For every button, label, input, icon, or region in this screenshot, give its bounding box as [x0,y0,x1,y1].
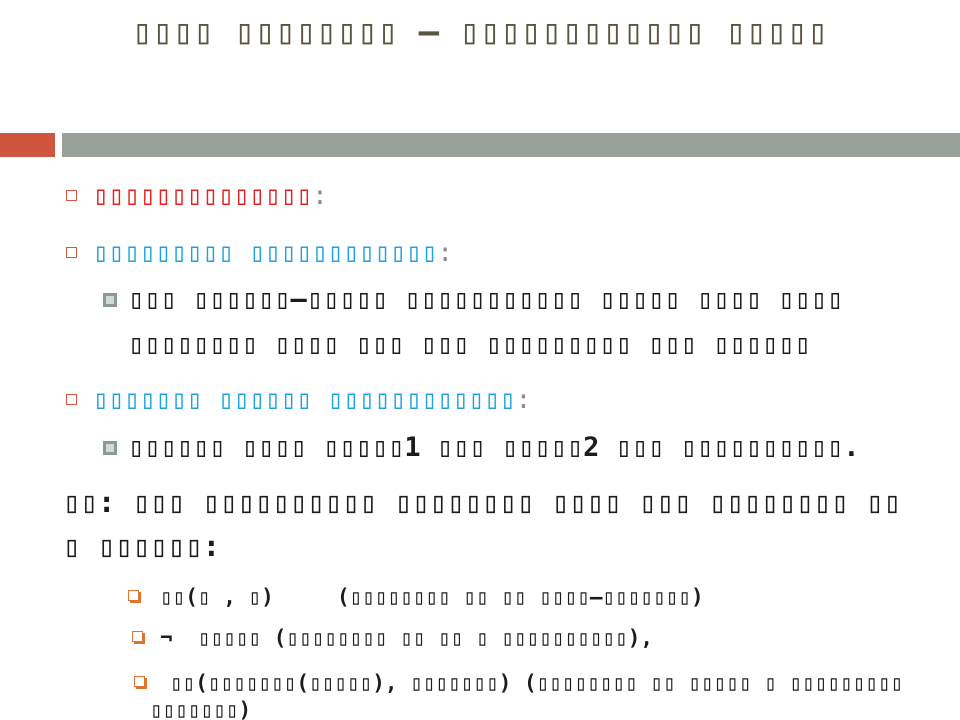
note-line-1: ▯▯: ▯▯▯ ▯▯▯▯▯▯▯▯▯▯ ▯▯▯▯▯▯▯▯ ▯▯▯▯ ▯▯▯ ▯▯▯… [63,485,902,519]
example-line-3-continuation: ▯▯▯▯▯▯▯) [150,700,252,720]
shadowed-square-icon [128,590,139,601]
bullet-heading-3-colon: : [515,385,532,415]
sub-bullet-3: ▯▯▯▯▯▯ ▯▯▯▯ ▯▯▯▯▯1 ▯▯▯ ▯▯▯▯▯2 ▯▯▯ ▯▯▯▯▯▯… [128,432,860,463]
bullet-heading-2-colon: : [437,238,454,268]
filled-square-icon [103,293,117,307]
bullet-heading-3-text: ▯▯▯▯▯▯▯ ▯▯▯▯▯▯ ▯▯▯▯▯▯▯▯▯▯▯▯ [93,385,516,415]
sub-bullet-2-line-1: ▯▯▯ ▯▯▯▯▯▯–▯▯▯▯▯ ▯▯▯▯▯▯▯▯▯▯▯ ▯▯▯▯▯ ▯▯▯▯ … [128,284,844,315]
example-line-2: ¬ ▯▯▯▯▯ (▯▯▯▯▯▯▯▯ ▯▯ ▯▯ ▯ ▯▯▯▯▯▯▯▯▯▯), [160,626,654,650]
bullet-heading-1-text: ▯▯▯▯▯▯▯▯▯▯▯▯▯▯ [93,181,313,211]
slide-title: ▯▯▯▯ ▯▯▯▯▯▯▯▯ – ▯▯▯▯▯▯▯▯▯▯▯▯ ▯▯▯▯▯ [132,12,828,52]
filled-square-icon [103,441,117,455]
shadowed-square-icon [132,631,143,642]
bullet-heading-2: ▯▯▯▯▯▯▯▯▯ ▯▯▯▯▯▯▯▯▯▯▯▯: [93,237,453,269]
example-line-1: ▯▯(▯ , ▯) (▯▯▯▯▯▯▯▯ ▯▯ ▯▯ ▯▯▯▯–▯▯▯▯▯▯▯) [160,585,704,609]
shadowed-square-icon [134,676,145,687]
bullet-heading-3: ▯▯▯▯▯▯▯ ▯▯▯▯▯▯ ▯▯▯▯▯▯▯▯▯▯▯▯: [93,384,531,416]
bullet-heading-2-text: ▯▯▯▯▯▯▯▯▯ ▯▯▯▯▯▯▯▯▯▯▯▯ [93,238,438,268]
hollow-square-icon [66,190,77,201]
header-accent-block [0,133,55,157]
sub-bullet-2-line-2: ▯▯▯▯▯▯▯▯ ▯▯▯▯ ▯▯▯ ▯▯▯ ▯▯▯▯▯▯▯▯▯ ▯▯▯ ▯▯▯▯… [128,329,811,360]
hollow-square-icon [66,394,77,405]
bullet-heading-1-colon: : [312,181,328,211]
note-line-2: ▯ ▯▯▯▯▯▯: [63,529,221,563]
example-line-3: ▯▯(▯▯▯▯▯▯▯(▯▯▯▯▯), ▯▯▯▯▯▯▯) (▯▯▯▯▯▯▯▯ ▯▯… [170,671,904,695]
bullet-heading-1: ▯▯▯▯▯▯▯▯▯▯▯▯▯▯: [93,180,328,212]
header-bar [62,133,960,157]
hollow-square-icon [66,247,77,258]
